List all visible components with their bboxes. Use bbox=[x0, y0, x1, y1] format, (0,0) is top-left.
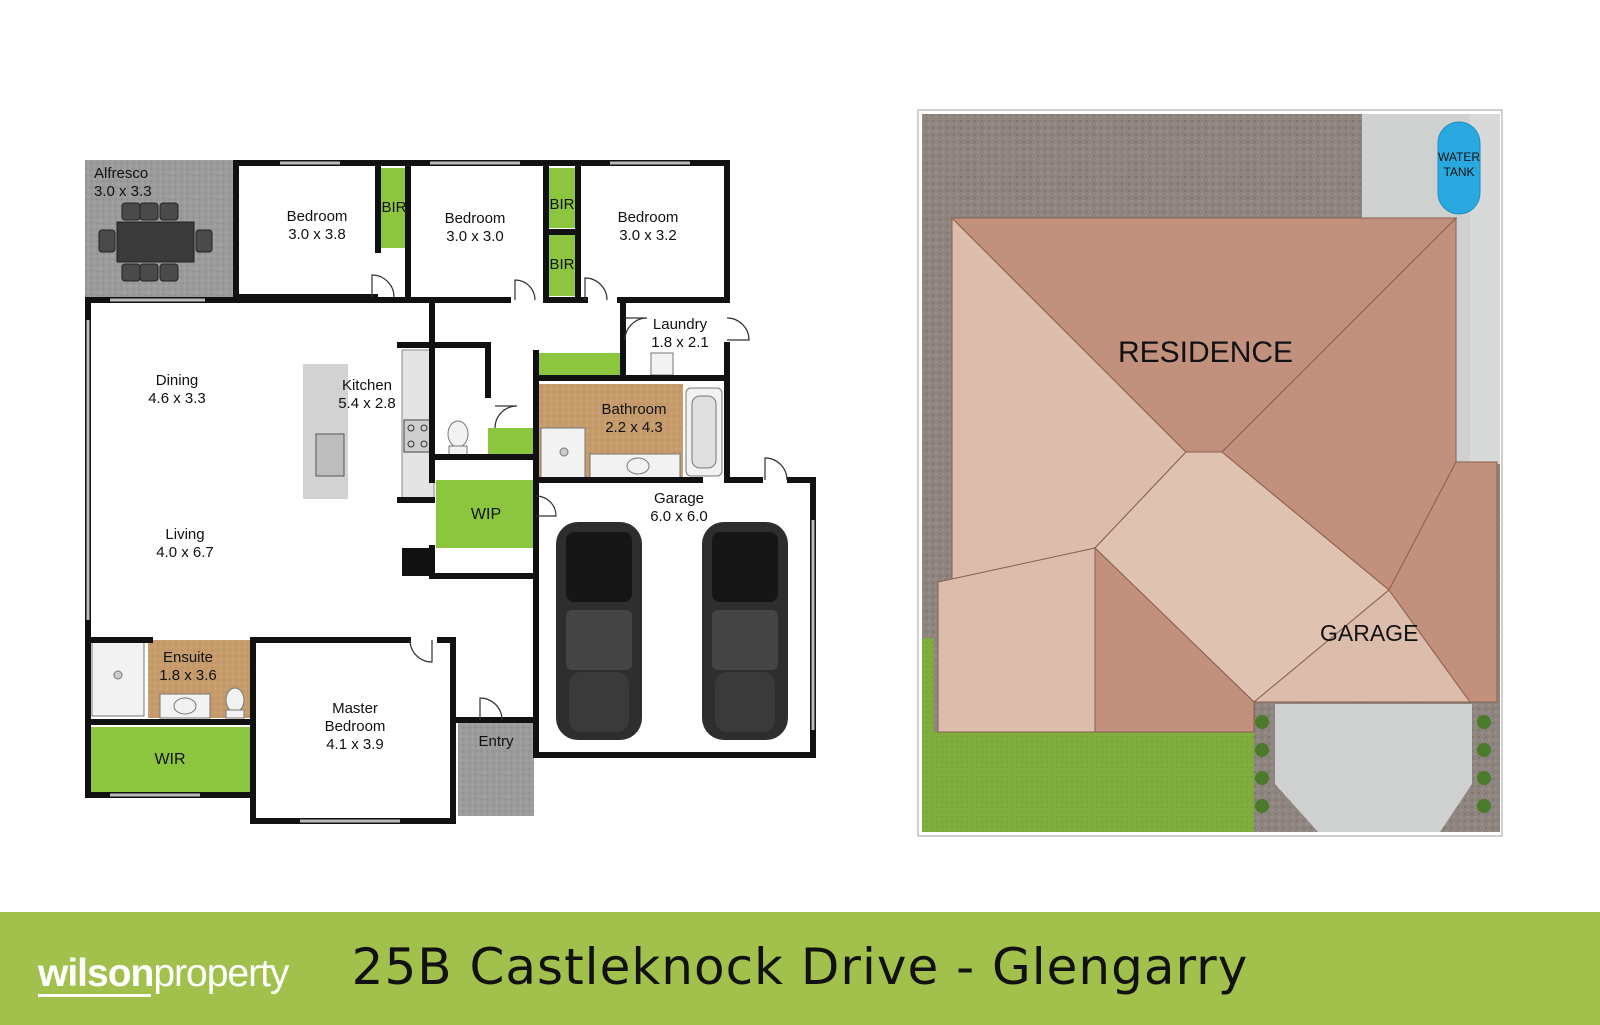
windows bbox=[86, 161, 815, 823]
footer-bar bbox=[0, 912, 1600, 1025]
room-label-entry: Entry bbox=[478, 733, 514, 750]
door-swings bbox=[371, 274, 788, 721]
garage-cars bbox=[556, 522, 788, 740]
water-tank-label: WATER TANK bbox=[1438, 150, 1480, 179]
storage-label-wip: WIP bbox=[470, 506, 502, 523]
garage-site-label: GARAGE bbox=[1320, 620, 1419, 646]
floor-plan-drawing bbox=[85, 160, 816, 824]
logo-underline bbox=[38, 994, 151, 997]
storage-label-bir-3: BIR bbox=[549, 256, 575, 273]
storage-label-bir-2: BIR bbox=[549, 196, 575, 213]
alfresco-area bbox=[85, 160, 233, 300]
wilson-property-logo: wilsonproperty bbox=[38, 952, 289, 995]
bathroom-fixtures bbox=[91, 352, 723, 719]
storage-label-bir-1: BIR bbox=[381, 199, 407, 216]
storage-fills bbox=[90, 168, 620, 793]
property-address: 25B Castleknock Drive - Glengarry bbox=[351, 938, 1249, 996]
kitchen-fittings bbox=[303, 349, 435, 576]
storage-label-wir: WIR bbox=[154, 751, 186, 768]
entry-area bbox=[458, 720, 534, 816]
residence-label: RESIDENCE bbox=[1118, 336, 1294, 369]
